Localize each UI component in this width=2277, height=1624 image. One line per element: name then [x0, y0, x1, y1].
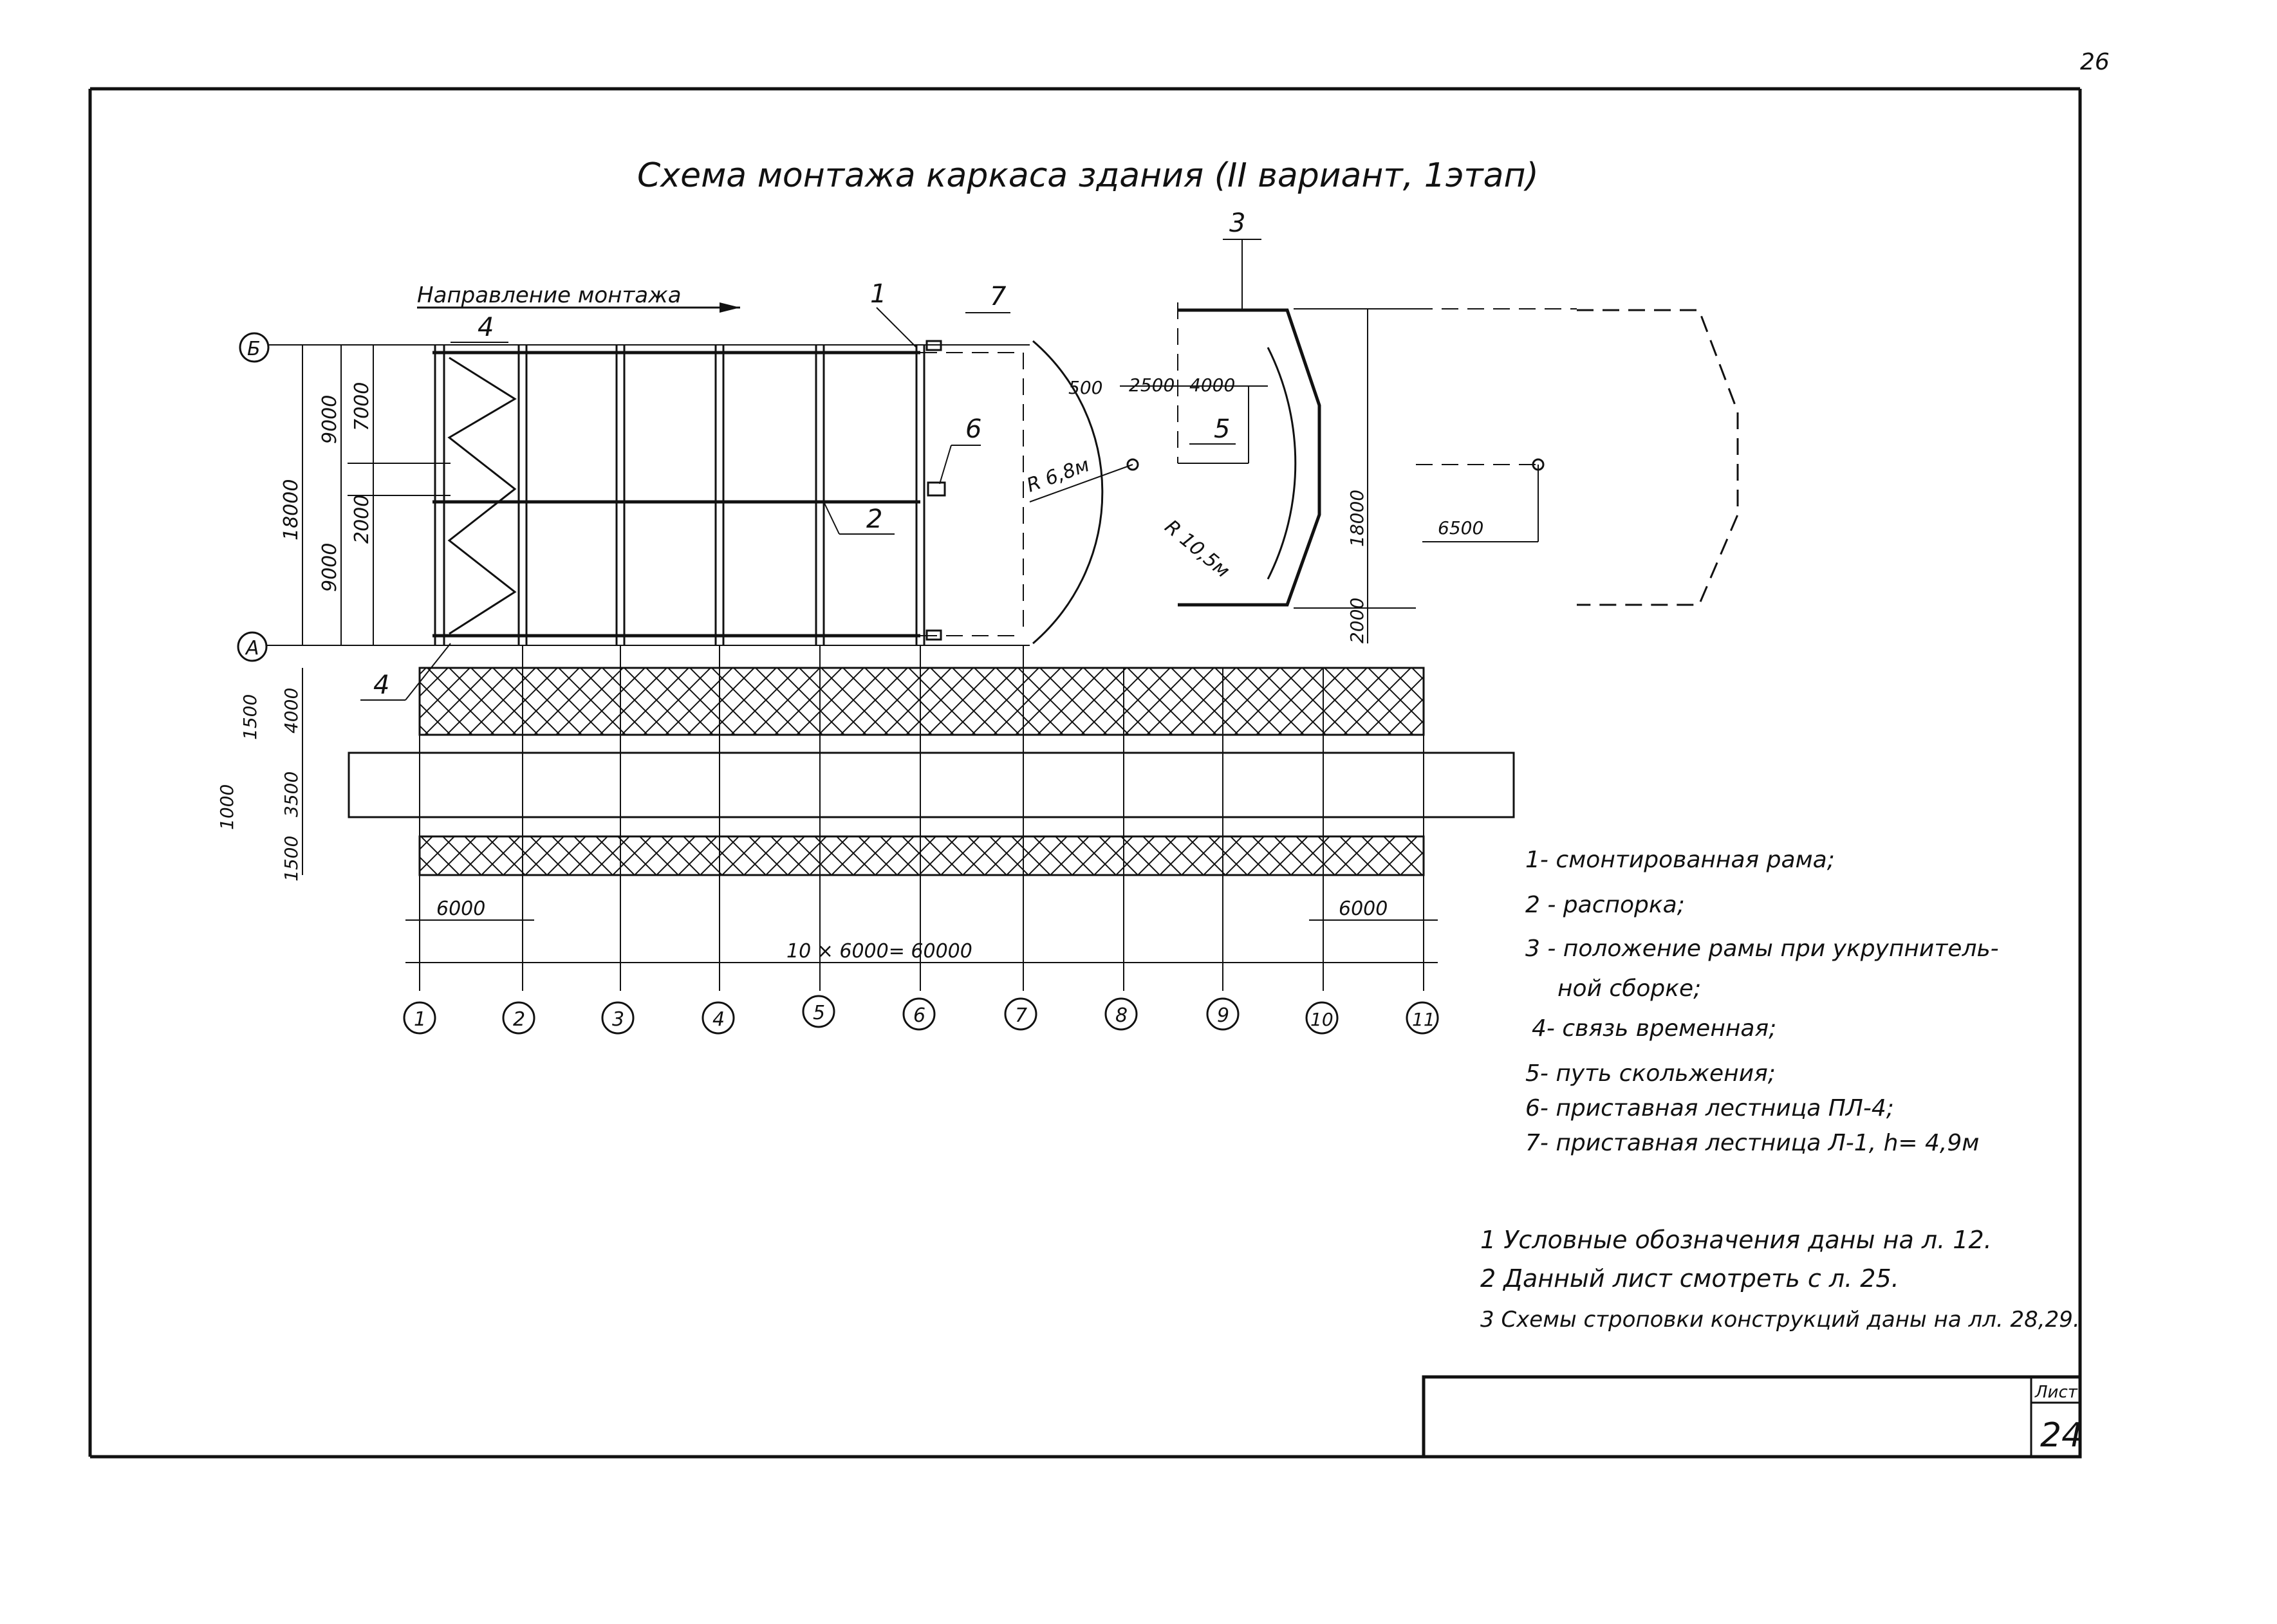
svg-text:500: 500	[1068, 377, 1102, 398]
legend-item-2: 2 - распорка;	[1525, 892, 1685, 918]
radius-1-label: R 6,8м	[1024, 454, 1093, 497]
axis-marker-2: 2	[502, 1001, 535, 1035]
svg-text:Б: Б	[247, 338, 261, 360]
frame-position-3	[1390, 308, 1739, 606]
svg-text:18000: 18000	[280, 479, 302, 540]
svg-text:2: 2	[866, 504, 882, 534]
svg-text:7000: 7000	[351, 382, 373, 431]
axis-marker-4: 4	[702, 1001, 735, 1035]
svg-text:7: 7	[990, 282, 1007, 311]
axis-marker-6: 6	[902, 997, 936, 1031]
svg-text:6: 6	[913, 1004, 925, 1027]
column-grid	[419, 645, 1424, 991]
svg-text:7: 7	[1015, 1004, 1027, 1027]
axis-marker-7: 7	[1004, 997, 1037, 1031]
svg-text:9000: 9000	[319, 395, 341, 444]
note-3: 3 Схемы строповки конструкций даны на лл…	[1480, 1307, 2080, 1333]
axis-marker-11: 11	[1406, 1001, 1439, 1035]
svg-text:8: 8	[1115, 1004, 1128, 1027]
svg-text:А: А	[245, 637, 259, 660]
svg-text:6: 6	[965, 414, 981, 444]
svg-text:1000: 1000	[216, 784, 237, 830]
svg-text:2000: 2000	[351, 495, 373, 544]
row-axis-A: А	[237, 631, 1030, 662]
svg-text:9000: 9000	[319, 543, 341, 592]
svg-text:6500: 6500	[1438, 517, 1483, 539]
axis-marker-10: 10	[1305, 1001, 1339, 1035]
building-frame-plan	[432, 340, 1024, 645]
svg-text:11: 11	[1412, 1009, 1435, 1030]
svg-text:4: 4	[712, 1008, 725, 1031]
svg-text:2000: 2000	[1346, 598, 1368, 643]
svg-text:9: 9	[1217, 1004, 1229, 1027]
svg-text:1500: 1500	[239, 694, 261, 740]
row-axis-B: Б	[239, 332, 1030, 363]
svg-text:2500: 2500	[1129, 374, 1175, 396]
drawing-title: Схема монтажа каркаса здания (II вариант…	[637, 156, 1539, 195]
legend-item-3: 3 - положение рамы при укрупнитель-	[1525, 936, 1999, 962]
svg-text:3500: 3500	[281, 771, 302, 817]
notes: 1 Условные обозначения даны на л. 12. 2 …	[1480, 1226, 2080, 1333]
axis-markers: 1 2 3 4 5 6 7 8 9 10 11	[403, 995, 1439, 1035]
svg-text:4000: 4000	[1189, 374, 1235, 396]
legend-item-7: 7- приставная лестница Л-1, h= 4,9м	[1525, 1130, 1979, 1156]
band-dimensions: 4000 1500 3500 1000 1500	[216, 668, 303, 881]
svg-text:5: 5	[813, 1002, 825, 1024]
left-dimensions: 18000 9000 9000 7000 2000	[280, 345, 451, 645]
callouts: 1 7 3 6 2 4 4 5	[360, 208, 1261, 701]
assembly-dimensions: 500 2500 4000 6500 18000 2000	[1068, 374, 1483, 643]
svg-text:2: 2	[513, 1008, 525, 1031]
svg-text:6000: 6000	[436, 898, 485, 920]
svg-text:10 × 6000= 60000: 10 × 6000= 60000	[786, 940, 972, 963]
direction-arrow: Направление монтажа	[417, 282, 740, 313]
sheet-label: Лист	[2034, 1383, 2078, 1402]
svg-text:10: 10	[1310, 1009, 1334, 1030]
horizontal-dimensions: 6000 6000 10 × 6000= 60000	[405, 898, 1438, 963]
svg-text:1: 1	[870, 279, 886, 309]
title-block: Лист 24	[1422, 1375, 2083, 1459]
sheet-number: 24	[2040, 1416, 2083, 1455]
axis-marker-8: 8	[1104, 997, 1138, 1031]
svg-text:3: 3	[612, 1008, 624, 1031]
svg-text:18000: 18000	[1346, 490, 1368, 547]
svg-text:4000: 4000	[281, 688, 302, 734]
svg-text:4: 4	[478, 313, 494, 342]
svg-text:1500: 1500	[281, 836, 302, 881]
assembly-area: R 10,5м R 6,8м	[1024, 302, 1416, 645]
sheet-frame	[88, 87, 2082, 1459]
legend: 1- смонтированная рама; 2 - распорка; 3 …	[1525, 847, 1999, 1156]
legend-item-6: 6- приставная лестница ПЛ-4;	[1525, 1095, 1894, 1121]
site-bands	[348, 667, 1515, 876]
note-2: 2 Данный лист смотреть с л. 25.	[1480, 1264, 1899, 1293]
legend-item-1: 1- смонтированная рама;	[1525, 847, 1835, 873]
svg-text:5: 5	[1214, 414, 1230, 444]
note-1: 1 Условные обозначения даны на л. 12.	[1480, 1226, 1992, 1254]
svg-text:1: 1	[414, 1008, 426, 1031]
svg-text:4: 4	[373, 670, 389, 700]
svg-text:3: 3	[1229, 208, 1245, 238]
page-number: 26	[2080, 49, 2110, 75]
svg-text:Направление монтажа: Направление монтажа	[417, 282, 682, 308]
legend-item-3-cont: ной сборке;	[1557, 975, 1701, 1002]
legend-item-4: 4- связь временная;	[1532, 1015, 1776, 1042]
legend-item-5: 5- путь скольжения;	[1525, 1060, 1776, 1087]
axis-marker-1: 1	[403, 1001, 436, 1035]
axis-marker-9: 9	[1206, 997, 1240, 1031]
axis-marker-5: 5	[802, 995, 835, 1028]
radius-2-label: R 10,5м	[1160, 515, 1234, 582]
axis-marker-3: 3	[601, 1001, 635, 1035]
svg-text:6000: 6000	[1339, 898, 1388, 920]
